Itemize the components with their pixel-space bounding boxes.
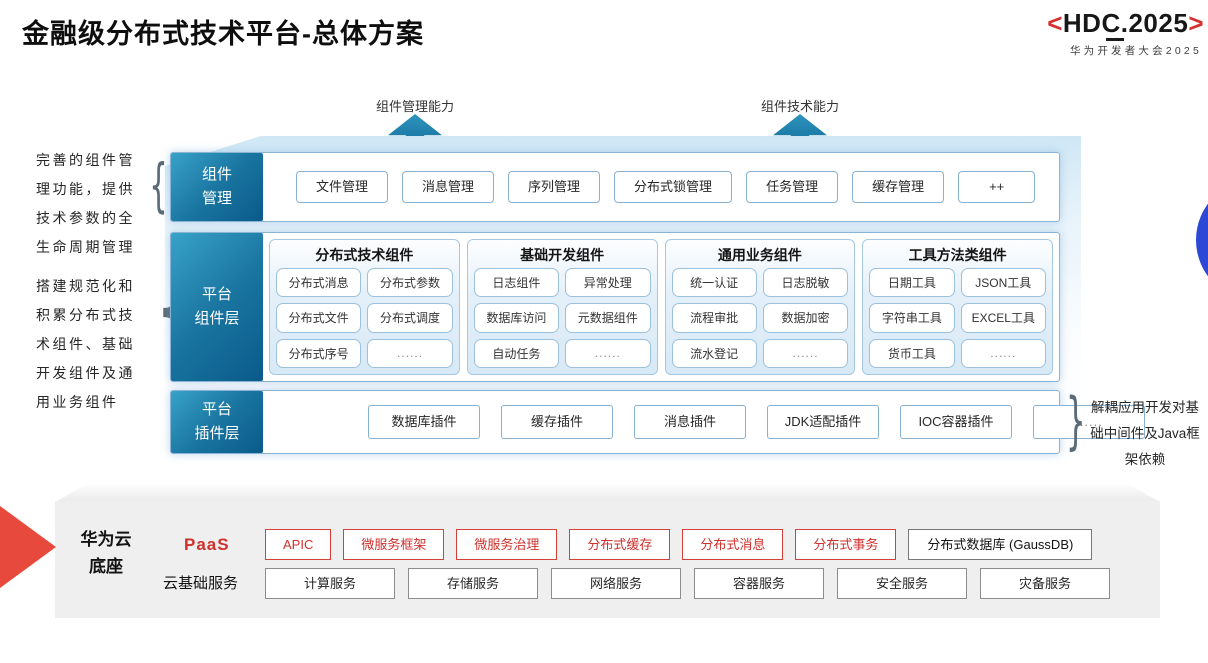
cloud-service-box: 容器服务 [694, 568, 824, 599]
capability-label-management: 组件管理能力 [375, 99, 454, 114]
management-item: 缓存管理 [852, 171, 945, 203]
component-item: ...... [960, 338, 1046, 368]
blue-circle-decoration [1196, 179, 1208, 301]
component-item: 数据库访问 [473, 303, 560, 333]
paas-service-box: 微服务框架 [343, 529, 445, 560]
component-item: 流程审批 [671, 303, 757, 333]
paas-services-row: APIC 微服务框架微服务治理分布式缓存分布式消息分布式事务 分布式数据库 (Ga… [265, 529, 1093, 560]
cloud-services-row: 计算服务存储服务网络服务容器服务安全服务灾备服务 [265, 568, 1110, 599]
component-item: 字符串工具 [869, 303, 955, 333]
left-note-component-management: 完善的组件管理功能，提供技术参数的全生命周期管理 [36, 152, 135, 255]
component-item: ...... [565, 338, 651, 368]
plugin-item: 数据库插件 [368, 405, 480, 439]
component-group-title: 通用业务组件 [717, 247, 802, 263]
row-platform-component-layer: 平台 组件层 分布式技术组件分布式消息分布式参数分布式文件分布式调度分布式序号.… [170, 232, 1060, 382]
component-item: JSON工具 [960, 268, 1046, 298]
component-group: 分布式技术组件分布式消息分布式参数分布式文件分布式调度分布式序号...... [269, 239, 460, 375]
logo-open-bracket: < [1047, 8, 1063, 38]
component-item: 流水登记 [671, 338, 757, 368]
component-item: 自动任务 [473, 338, 560, 368]
cloud-service-box: 计算服务 [265, 568, 395, 599]
gaussdb-box: 分布式数据库 (GaussDB) [908, 529, 1093, 560]
hdc-logo-subtitle: 华为开发者大会2025 [1069, 45, 1202, 57]
row-label-plugin-layer: 平台 插件层 [171, 391, 263, 453]
logo-name: HDC.2025 [1062, 8, 1189, 38]
component-group: 通用业务组件统一认证日志脱敏流程审批数据加密流水登记...... [664, 239, 856, 375]
row-label-component-management: 组件 管理 [171, 153, 263, 221]
component-group: 基础开发组件日志组件异常处理数据库访问元数据组件自动任务...... [466, 239, 658, 375]
component-item: 异常处理 [565, 268, 651, 298]
component-item: 货币工具 [869, 338, 955, 368]
paas-service-box: 分布式消息 [682, 529, 784, 560]
plugin-item: 消息插件 [634, 405, 746, 439]
component-group-title: 工具方法类组件 [908, 247, 1007, 263]
cloud-services-label: 云基础服务 [163, 575, 239, 592]
component-item: 统一认证 [671, 268, 757, 298]
capability-label-technology: 组件技术能力 [760, 99, 839, 114]
component-group-title: 分布式技术组件 [315, 247, 414, 263]
component-item: 分布式消息 [276, 268, 362, 298]
management-item: 任务管理 [746, 171, 839, 203]
component-item: 分布式参数 [367, 268, 453, 298]
component-item: 数据加密 [762, 303, 849, 333]
component-item: 元数据组件 [565, 303, 651, 333]
plugin-item: IOC容器插件 [900, 405, 1012, 439]
plugin-item: 缓存插件 [501, 405, 613, 439]
foundation-panel-lid [55, 485, 1160, 502]
paas-service-box: 分布式事务 [795, 529, 897, 560]
right-brace-icon: } [1065, 384, 1086, 457]
component-item: 分布式序号 [276, 338, 362, 368]
plugin-item: ...... [1033, 405, 1145, 439]
management-item: 文件管理 [296, 171, 389, 203]
component-group-grid: 分布式消息分布式参数分布式文件分布式调度分布式序号...... [276, 268, 453, 368]
page-title: 金融级分布式技术平台-总体方案 [22, 19, 424, 49]
component-group-title: 基础开发组件 [520, 247, 605, 263]
component-item: 日志脱敏 [762, 268, 849, 298]
row-platform-plugin-layer: 平台 插件层 数据库插件缓存插件消息插件 JDK适配插件 IOC容器插件...... [170, 390, 1145, 454]
left-note-component-building: 搭建规范化和积累分布式技术组件、基础开发组件及通用业务组件 [36, 278, 135, 410]
hdc-logo-wordmark: < HDC.2025 > [1000, 8, 1204, 41]
cloud-service-box: 存储服务 [408, 568, 538, 599]
paas-label: PaaS [184, 535, 230, 554]
component-item: 分布式文件 [276, 303, 362, 333]
right-note-decoupling: 解耦应用开发对基础中间件及Java框架依赖 [1090, 400, 1200, 467]
row-component-management: 组件 管理 文件管理消息管理序列管理分布式锁管理任务管理缓存管理 ++ [170, 152, 1060, 222]
left-brace-icon: { [149, 151, 168, 219]
logo-c-underline [1106, 38, 1124, 41]
management-item: 序列管理 [508, 171, 601, 203]
component-group-grid: 日志组件异常处理数据库访问元数据组件自动任务...... [473, 268, 651, 368]
management-item: ++ [958, 171, 1036, 203]
component-item: 日期工具 [869, 268, 955, 298]
red-arrow-icon [0, 506, 56, 588]
foundation-label: 华为云 底座 [80, 530, 132, 576]
cloud-service-box: 网络服务 [551, 568, 681, 599]
management-item: 分布式锁管理 [614, 171, 733, 203]
component-group-list: 分布式技术组件分布式消息分布式参数分布式文件分布式调度分布式序号......基础… [269, 239, 1053, 375]
component-item: EXCEL工具 [960, 303, 1046, 333]
management-item: 消息管理 [402, 171, 495, 203]
component-item: ...... [367, 338, 453, 368]
paas-service-box: 微服务治理 [456, 529, 558, 560]
cloud-service-box: 安全服务 [837, 568, 967, 599]
plugin-item: JDK适配插件 [767, 405, 879, 439]
paas-items: APIC 微服务框架微服务治理分布式缓存分布式消息分布式事务 [265, 529, 897, 560]
logo-close-bracket: > [1188, 8, 1204, 38]
component-item: ...... [762, 338, 849, 368]
row-label-component-layer: 平台 组件层 [171, 233, 263, 381]
paas-service-box: 分布式缓存 [569, 529, 671, 560]
paas-service-box: APIC [265, 529, 332, 560]
component-group-grid: 统一认证日志脱敏流程审批数据加密流水登记...... [671, 268, 849, 368]
component-management-items: 文件管理消息管理序列管理分布式锁管理任务管理缓存管理 ++ [296, 153, 1036, 221]
component-item: 分布式调度 [367, 303, 453, 333]
hdc-logo: < HDC.2025 > 华为开发者大会2025 [1000, 8, 1204, 58]
component-item: 日志组件 [473, 268, 560, 298]
cloud-service-box: 灾备服务 [980, 568, 1110, 599]
plugin-layer-items: 数据库插件缓存插件消息插件 JDK适配插件 IOC容器插件...... [368, 391, 1145, 453]
